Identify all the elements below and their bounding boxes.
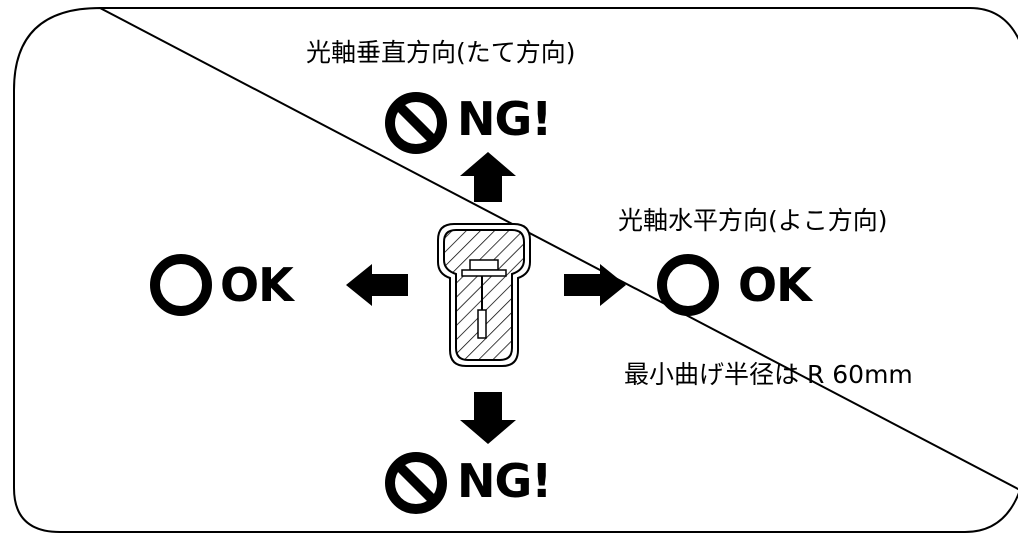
arrow-up-icon — [460, 152, 516, 202]
horizontal-direction-label: 光軸水平方向(よこ方向) — [618, 206, 888, 235]
circle-ok-icon — [657, 254, 719, 316]
min-bend-radius-label: 最小曲げ半径は R 60mm — [624, 360, 913, 389]
cable-cross-section-icon — [437, 223, 531, 367]
right-ok-text: OK — [738, 258, 812, 312]
prohibition-icon — [385, 452, 447, 514]
arrow-right-icon — [564, 264, 626, 306]
bottom-ng-text: NG! — [457, 454, 552, 508]
left-ok-text: OK — [220, 258, 294, 312]
circle-ok-icon — [150, 254, 212, 316]
arrow-down-icon — [460, 392, 516, 444]
prohibition-icon — [385, 92, 447, 154]
vertical-direction-label: 光軸垂直方向(たて方向) — [306, 38, 576, 67]
arrow-left-icon — [346, 264, 408, 306]
top-ng-text: NG! — [457, 92, 552, 146]
